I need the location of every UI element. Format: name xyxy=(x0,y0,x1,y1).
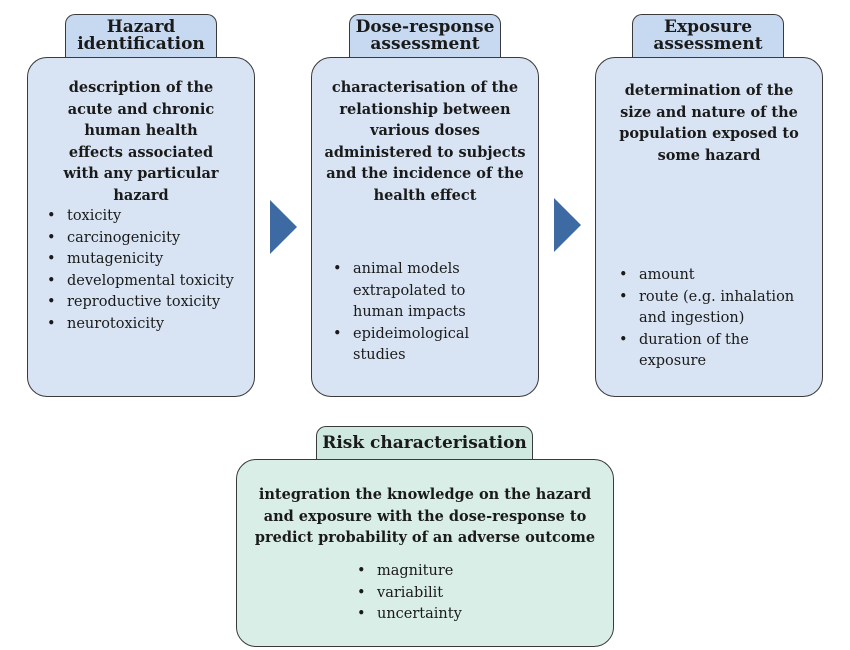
list-item: variabilit xyxy=(355,583,555,605)
exposure-bullet-list: amount route (e.g. inhalation and ingest… xyxy=(617,265,807,373)
list-item: mutagenicity xyxy=(45,249,250,271)
risk-characterisation-title: Risk characterisation xyxy=(316,426,533,459)
list-item: amount xyxy=(617,265,807,287)
hazard-title-line1: Hazard xyxy=(106,17,176,37)
flow-arrow-icon xyxy=(270,200,297,254)
dose-response-title-line1: Dose-response xyxy=(355,17,495,37)
list-item: toxicity xyxy=(45,206,250,228)
list-item: uncertainty xyxy=(355,604,555,626)
exposure-assessment-title: Exposure assessment xyxy=(632,14,784,57)
list-item: animal models extrapolated to human impa… xyxy=(331,259,516,324)
hazard-title-line2: identification xyxy=(77,34,205,54)
dose-response-description: characterisation of the relationship bet… xyxy=(324,79,526,204)
exposure-title-line1: Exposure xyxy=(663,17,753,37)
risk-description: integration the knowledge on the hazard … xyxy=(254,486,596,546)
flow-arrow-icon xyxy=(554,198,581,252)
risk-title-text: Risk characterisation xyxy=(322,432,527,453)
exposure-description: determination of the size and nature of … xyxy=(619,82,799,164)
exposure-title-line2: assessment xyxy=(653,34,763,54)
dose-response-bullet-list: animal models extrapolated to human impa… xyxy=(331,259,516,367)
hazard-bullet-list: toxicity carcinogenicity mutagenicity de… xyxy=(45,206,250,335)
dose-response-title: Dose-response assessment xyxy=(349,14,501,57)
list-item: duration of the exposure xyxy=(617,330,807,373)
list-item: route (e.g. inhalation and ingestion) xyxy=(617,287,807,330)
list-item: carcinogenicity xyxy=(45,228,250,250)
list-item: reproductive toxicity xyxy=(45,292,250,314)
risk-bullet-list: magniture variabilit uncertainty xyxy=(355,561,555,626)
list-item: neurotoxicity xyxy=(45,314,250,336)
list-item: magniture xyxy=(355,561,555,583)
hazard-description: description of the acute and chronic hum… xyxy=(63,79,219,204)
dose-response-title-line2: assessment xyxy=(370,34,480,54)
hazard-identification-title: Hazard identification xyxy=(65,14,217,57)
list-item: developmental toxicity xyxy=(45,271,250,293)
list-item: epideimological studies xyxy=(331,324,516,367)
